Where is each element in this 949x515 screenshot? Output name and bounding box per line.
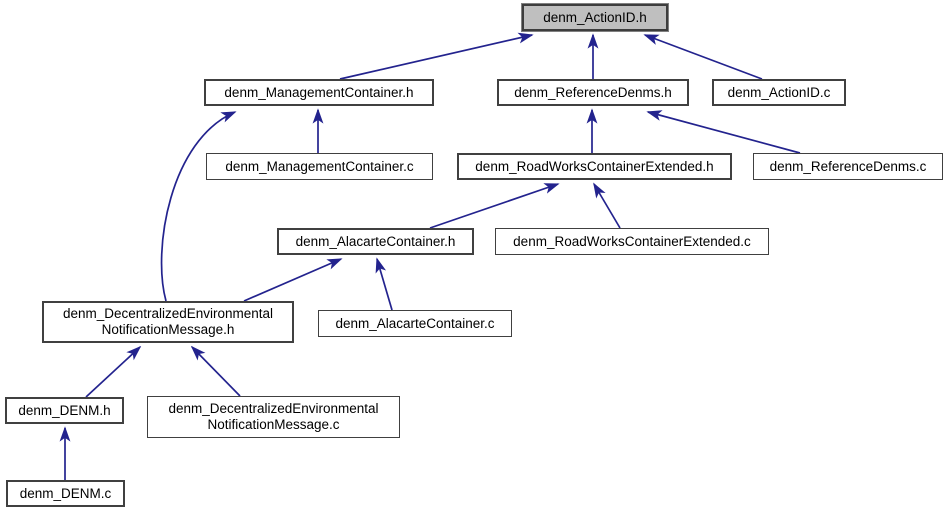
graph-node-label: denm_RoadWorksContainerExtended.c [513,233,751,249]
graph-node-refdenms_c[interactable]: denm_ReferenceDenms.c [753,153,943,180]
graph-edge [190,345,241,397]
graph-node-rwce_c[interactable]: denm_RoadWorksContainerExtended.c [495,228,769,255]
graph-node-label: denm_ReferenceDenms.c [769,158,927,174]
graph-edge [339,32,534,80]
graph-node-label: denm_AlacarteContainer.h [295,233,456,249]
graph-node-label: denm_AlacarteContainer.c [335,315,495,331]
graph-node-alacarte_h[interactable]: denm_AlacarteContainer.h [277,228,474,255]
graph-node-refdenms_h[interactable]: denm_ReferenceDenms.h [497,79,689,106]
graph-node-label: denm_ActionID.h [543,9,647,25]
graph-edge [375,257,393,311]
graph-node-denm_msg_c[interactable]: denm_DecentralizedEnvironmental Notifica… [147,396,400,438]
graph-node-mgmt_h[interactable]: denm_ManagementContainer.h [204,79,434,106]
graph-node-mgmt_c[interactable]: denm_ManagementContainer.c [206,153,433,180]
graph-node-denm_msg_h[interactable]: denm_DecentralizedEnvironmental Notifica… [42,301,294,343]
graph-edge [646,110,801,154]
graph-edge [593,182,621,229]
graph-node-label: denm_DecentralizedEnvironmental Notifica… [168,401,379,432]
graph-edge [429,183,560,229]
graph-edge [643,34,763,80]
graph-node-label: denm_ManagementContainer.c [225,158,414,174]
graph-node-label: denm_DecentralizedEnvironmental Notifica… [62,306,274,337]
graph-edge [243,258,343,302]
graph-edge [160,111,237,302]
graph-node-label: denm_RoadWorksContainerExtended.h [475,158,714,174]
graph-node-actionid_c[interactable]: denm_ActionID.c [712,79,846,106]
graph-node-label: denm_ActionID.c [727,84,831,100]
graph-node-label: denm_ReferenceDenms.h [514,84,672,100]
graph-node-rwce_h[interactable]: denm_RoadWorksContainerExtended.h [457,153,732,180]
graph-node-label: denm_DENM.h [18,402,111,418]
graph-node-label: denm_ManagementContainer.h [224,84,414,100]
graph-node-denm_h[interactable]: denm_DENM.h [5,397,124,424]
graph-node-label: denm_DENM.c [19,485,112,501]
graph-edge [85,345,142,398]
graph-node-alacarte_c[interactable]: denm_AlacarteContainer.c [318,310,512,337]
graph-node-denm_c[interactable]: denm_DENM.c [6,480,125,507]
graph-node-actionid_h[interactable]: denm_ActionID.h [522,4,668,31]
